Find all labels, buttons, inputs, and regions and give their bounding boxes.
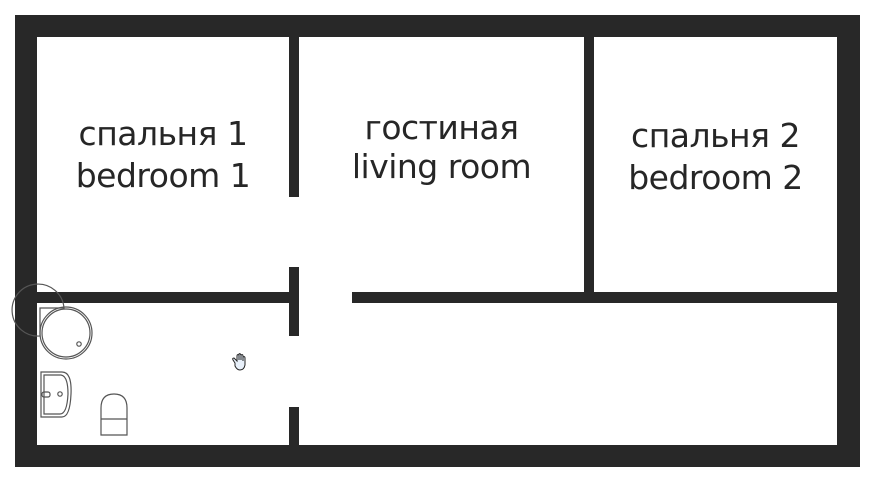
room-name-en: bedroom 2 bbox=[628, 158, 803, 197]
room-name-ru: спальня 1 bbox=[78, 114, 248, 153]
partition-horizontal-left bbox=[37, 292, 289, 303]
room-name-en: bedroom 1 bbox=[75, 156, 251, 195]
outer-wall-top bbox=[15, 15, 860, 37]
partition-bathroom-hall bbox=[289, 407, 299, 445]
sink-icon bbox=[40, 371, 72, 418]
shower-icon bbox=[11, 283, 93, 360]
room-label-bedroom-2: спальня 2 bedroom 2 bbox=[594, 115, 837, 199]
partition-living-bedroom2 bbox=[584, 37, 594, 292]
outer-wall-left bbox=[15, 15, 37, 467]
room-label-living-room: гостиная living room bbox=[299, 108, 584, 186]
toilet-icon bbox=[100, 393, 128, 436]
partition-horizontal-right bbox=[352, 292, 837, 303]
room-name-ru: спальня 2 bbox=[631, 116, 800, 155]
partition-bedroom1-living-lower bbox=[289, 267, 299, 336]
hand-cursor-icon bbox=[232, 353, 246, 371]
outer-wall-right bbox=[837, 15, 860, 467]
room-name-en: living room bbox=[351, 147, 532, 186]
room-label-bedroom-1: спальня 1 bedroom 1 bbox=[37, 113, 289, 197]
room-name-ru: гостиная bbox=[364, 108, 520, 147]
partition-bedroom1-living-upper bbox=[289, 37, 299, 197]
outer-wall-bottom bbox=[15, 445, 860, 467]
